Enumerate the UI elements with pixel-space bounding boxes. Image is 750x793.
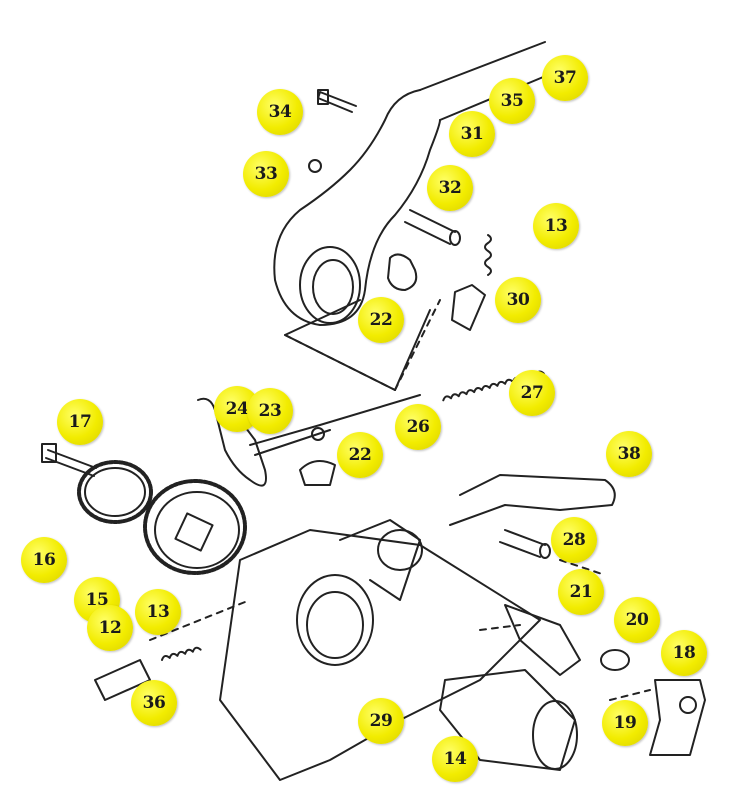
callout-14: 14 xyxy=(432,736,478,782)
callout-13: 13 xyxy=(533,203,579,249)
callout-label: 20 xyxy=(625,610,649,630)
callout-label: 22 xyxy=(348,445,372,465)
callout-21: 21 xyxy=(558,569,604,615)
callout-34: 34 xyxy=(257,89,303,135)
callout-17: 17 xyxy=(57,399,103,445)
callout-label: 19 xyxy=(613,713,637,733)
callout-31: 31 xyxy=(449,111,495,157)
callout-29: 29 xyxy=(358,698,404,744)
callout-27: 27 xyxy=(509,370,555,416)
upper-arm-assembly xyxy=(273,41,561,391)
callout-label: 32 xyxy=(438,178,462,198)
callout-label: 34 xyxy=(268,102,292,122)
callout-30: 30 xyxy=(495,277,541,323)
callout-label: 13 xyxy=(146,602,170,622)
callout-label: 24 xyxy=(225,399,249,419)
callout-20: 20 xyxy=(614,597,660,643)
callout-33: 33 xyxy=(243,151,289,197)
callout-23: 23 xyxy=(247,388,293,434)
callout-22: 22 xyxy=(337,432,383,478)
callout-label: 27 xyxy=(520,383,544,403)
callout-label: 26 xyxy=(406,417,430,437)
callout-label: 30 xyxy=(506,290,530,310)
callout-label: 28 xyxy=(562,530,586,550)
callout-19: 19 xyxy=(602,700,648,746)
callout-label: 22 xyxy=(369,310,393,330)
callout-label: 35 xyxy=(500,91,524,111)
gear-set xyxy=(41,443,247,575)
callout-label: 31 xyxy=(460,124,484,144)
callout-label: 23 xyxy=(258,401,282,421)
callout-label: 33 xyxy=(254,164,278,184)
callout-35: 35 xyxy=(489,78,535,124)
callout-22: 22 xyxy=(358,297,404,343)
callout-13: 13 xyxy=(135,589,181,635)
callout-36: 36 xyxy=(131,680,177,726)
callout-32: 32 xyxy=(427,165,473,211)
base-frame xyxy=(94,474,706,781)
callout-label: 12 xyxy=(98,618,122,638)
callout-label: 14 xyxy=(443,749,467,769)
callout-37: 37 xyxy=(542,55,588,101)
callout-label: 21 xyxy=(569,582,593,602)
callout-label: 36 xyxy=(142,693,166,713)
callout-38: 38 xyxy=(606,431,652,477)
callout-label: 18 xyxy=(672,643,696,663)
callout-label: 17 xyxy=(68,412,92,432)
callout-16: 16 xyxy=(21,537,67,583)
callout-label: 16 xyxy=(32,550,56,570)
callout-12: 12 xyxy=(87,605,133,651)
callout-label: 37 xyxy=(553,68,577,88)
callout-label: 38 xyxy=(617,444,641,464)
callout-label: 29 xyxy=(369,711,393,731)
callout-26: 26 xyxy=(395,404,441,450)
callout-label: 13 xyxy=(544,216,568,236)
callout-18: 18 xyxy=(661,630,707,676)
callout-28: 28 xyxy=(551,517,597,563)
